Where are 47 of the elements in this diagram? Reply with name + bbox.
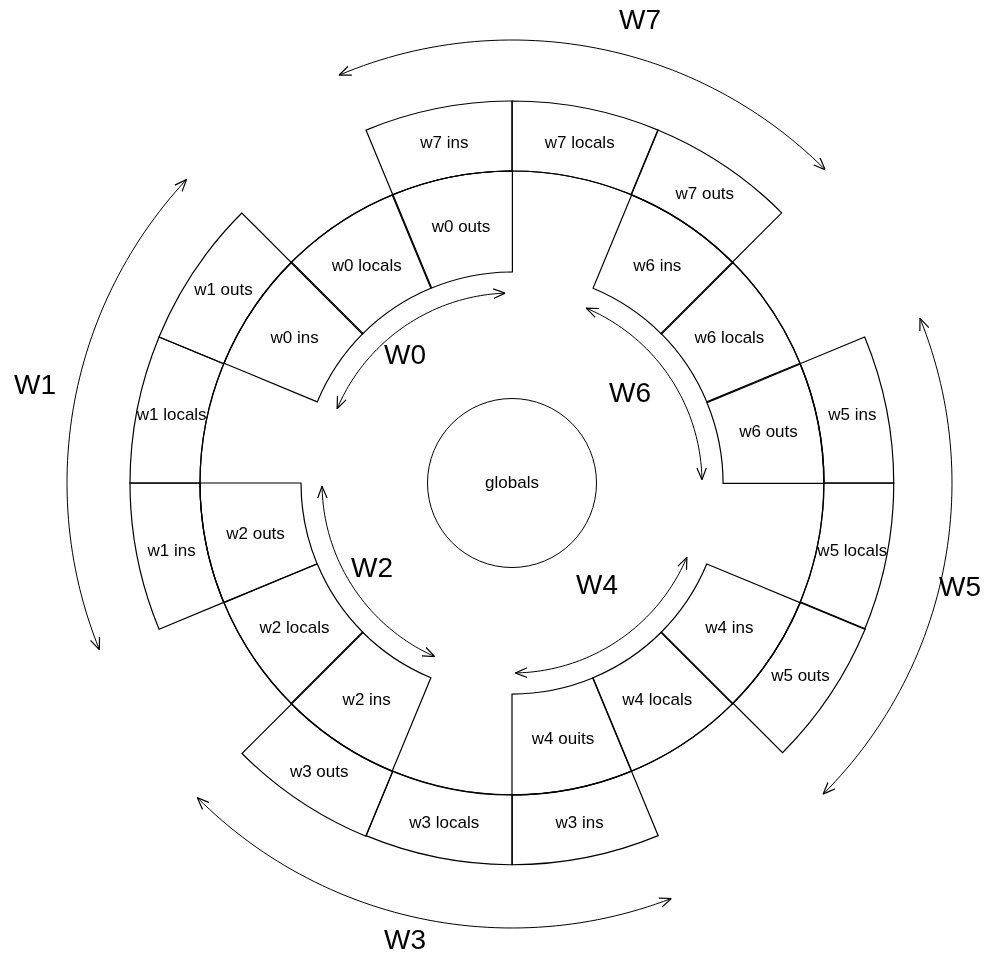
register-label: globals [485, 473, 539, 493]
register-label: w3 locals [409, 813, 480, 834]
register-label: w4 locals [622, 690, 693, 711]
register-sector [159, 212, 292, 364]
register-label: w4 ouits [531, 729, 595, 750]
window-label: W5 [939, 571, 981, 603]
register-label: w1 locals [136, 405, 207, 426]
register-sector [732, 602, 865, 754]
register-sector [365, 101, 512, 195]
window-label: W1 [14, 369, 56, 401]
register-label: w5 outs [771, 665, 830, 686]
window-label: W6 [609, 377, 651, 409]
register-label: w0 locals [331, 255, 402, 276]
register-sector [200, 483, 318, 603]
register-sector [706, 363, 824, 483]
register-label: w3 outs [289, 761, 349, 782]
register-sector [512, 771, 659, 865]
register-label: w1 outs [194, 280, 253, 301]
register-label: w7 outs [675, 184, 735, 205]
register-sector [800, 483, 894, 630]
register-label: w2 locals [259, 618, 330, 639]
register-label: w7 ins [420, 132, 469, 153]
register-label: w3 ins [555, 813, 604, 834]
register-sector [130, 336, 224, 483]
register-label: w5 ins [828, 405, 877, 426]
register-label: w0 ins [270, 327, 319, 348]
register-sector [241, 703, 393, 836]
window-label: W7 [619, 4, 661, 36]
window-label: W4 [576, 569, 618, 601]
window-label: W3 [384, 924, 426, 956]
register-label: w2 ins [342, 690, 391, 711]
register-label: w6 ins [633, 255, 682, 276]
register-sector [130, 483, 224, 630]
register-label: w7 locals [544, 132, 615, 153]
register-label: w0 outs [431, 216, 491, 237]
register-label: w6 outs [739, 421, 798, 442]
register-sector [512, 101, 659, 195]
register-sector [365, 771, 512, 865]
register-label: w6 locals [694, 327, 765, 348]
register-label: w2 outs [226, 524, 285, 544]
register-sector [592, 632, 733, 772]
register-label: w4 ins [705, 618, 754, 639]
register-label: w5 locals [817, 540, 888, 561]
window-label: W0 [384, 339, 426, 371]
register-label: w1 ins [147, 540, 196, 561]
window-label: W2 [351, 552, 393, 584]
register-sector [800, 336, 894, 483]
